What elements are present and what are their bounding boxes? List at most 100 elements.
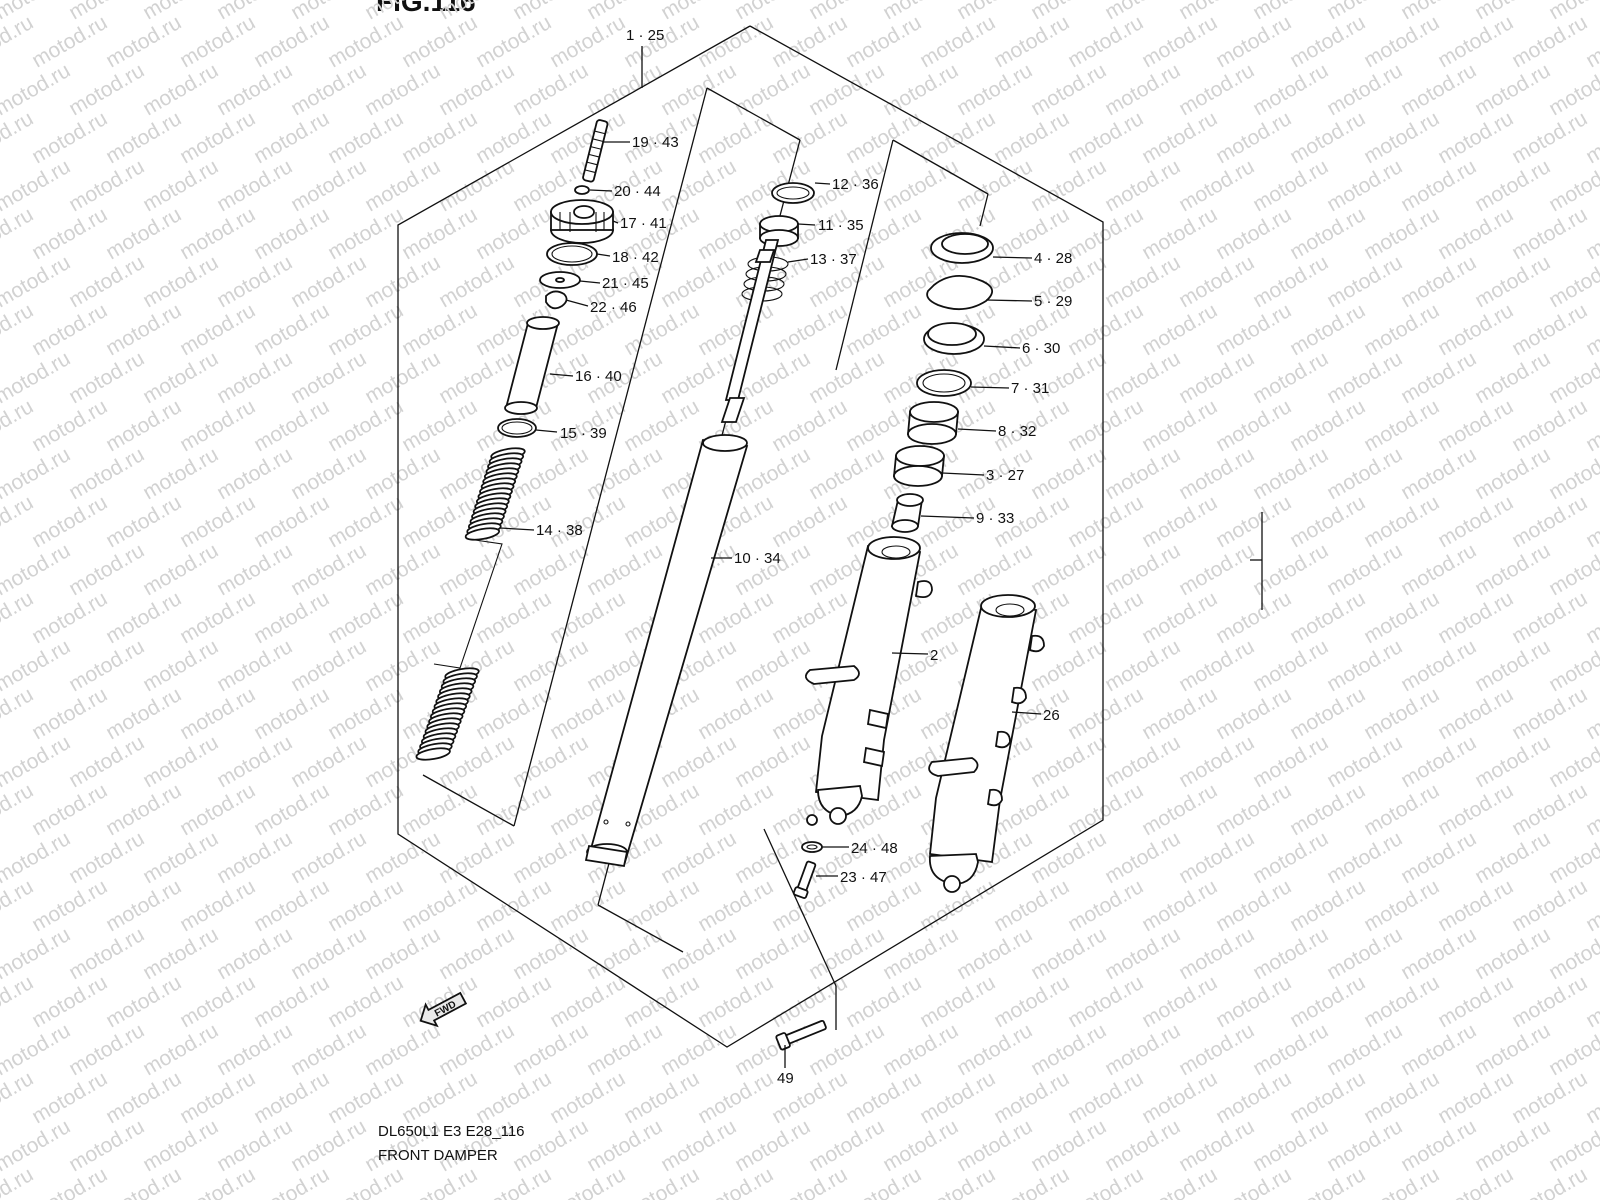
watermark-text: motod.ru bbox=[1064, 971, 1147, 1032]
part-16-spacer bbox=[504, 316, 560, 415]
watermark-text: motod.ru bbox=[65, 635, 148, 696]
watermark-text: motod.ru bbox=[1434, 1067, 1517, 1128]
watermark-text: motod.ru bbox=[324, 1067, 407, 1128]
callout-5-29: 5 · 29 bbox=[1034, 293, 1072, 310]
watermark-text: motod.ru bbox=[28, 683, 111, 744]
watermark-text: motod.ru bbox=[1175, 539, 1258, 600]
watermark-text: motod.ru bbox=[1508, 779, 1591, 840]
watermark-text: motod.ru bbox=[1175, 59, 1258, 120]
callout-10-34: 10 · 34 bbox=[734, 550, 781, 567]
watermark-text: motod.ru bbox=[102, 299, 185, 360]
watermark-text: motod.ru bbox=[361, 1019, 444, 1080]
watermark-text: motod.ru bbox=[509, 0, 592, 24]
watermark-text: motod.ru bbox=[361, 0, 444, 24]
watermark-text: motod.ru bbox=[139, 443, 222, 504]
watermark-text: motod.ru bbox=[102, 395, 185, 456]
watermark-text: motod.ru bbox=[842, 1067, 925, 1128]
watermark-text: motod.ru bbox=[1249, 923, 1332, 984]
watermark-text: motod.ru bbox=[1471, 251, 1554, 312]
watermark-text: motod.ru bbox=[28, 1067, 111, 1128]
watermark-text: motod.ru bbox=[805, 347, 888, 408]
watermark-text: motod.ru bbox=[620, 1163, 703, 1200]
watermark-text: motod.ru bbox=[1471, 539, 1554, 600]
watermark-text: motod.ru bbox=[546, 1067, 629, 1128]
watermark-text: motod.ru bbox=[1508, 587, 1591, 648]
watermark-text: motod.ru bbox=[1323, 635, 1406, 696]
callout-8-32: 8 · 32 bbox=[998, 423, 1036, 440]
watermark-text: motod.ru bbox=[65, 0, 148, 24]
watermark-text: motod.ru bbox=[435, 827, 518, 888]
watermark-text: motod.ru bbox=[805, 59, 888, 120]
watermark-text: motod.ru bbox=[731, 59, 814, 120]
watermark-text: motod.ru bbox=[1064, 491, 1147, 552]
watermark-text: motod.ru bbox=[1101, 539, 1184, 600]
watermark-text: motod.ru bbox=[657, 1115, 740, 1176]
watermark-text: motod.ru bbox=[1360, 299, 1443, 360]
watermark-text: motod.ru bbox=[1064, 11, 1147, 72]
watermark-text: motod.ru bbox=[1360, 1163, 1443, 1200]
watermark-text: motod.ru bbox=[287, 923, 370, 984]
callout-6-30: 6 · 30 bbox=[1022, 340, 1060, 357]
watermark-text: motod.ru bbox=[1175, 443, 1258, 504]
watermark-text: motod.ru bbox=[435, 59, 518, 120]
watermark-text: motod.ru bbox=[1434, 203, 1517, 264]
watermark-text: motod.ru bbox=[28, 107, 111, 168]
watermark-text: motod.ru bbox=[28, 299, 111, 360]
watermark-text: motod.ru bbox=[1212, 971, 1295, 1032]
watermark-text: motod.ru bbox=[842, 971, 925, 1032]
watermark-text: motod.ru bbox=[287, 59, 370, 120]
watermark-text: motod.ru bbox=[1027, 1019, 1110, 1080]
watermark-text: motod.ru bbox=[1138, 1163, 1221, 1200]
watermark-text: motod.ru bbox=[953, 1019, 1036, 1080]
watermark-text: motod.ru bbox=[1249, 1019, 1332, 1080]
watermark-text: motod.ru bbox=[361, 539, 444, 600]
watermark-text: motod.ru bbox=[1138, 107, 1221, 168]
watermark-text: motod.ru bbox=[176, 11, 259, 72]
watermark-text: motod.ru bbox=[1508, 107, 1591, 168]
watermark-text: motod.ru bbox=[28, 1163, 111, 1200]
watermark-text: motod.ru bbox=[1323, 0, 1406, 24]
watermark-text: motod.ru bbox=[176, 683, 259, 744]
watermark-text: motod.ru bbox=[1175, 1115, 1258, 1176]
watermark-text: motod.ru bbox=[1508, 203, 1591, 264]
watermark-text: motod.ru bbox=[361, 443, 444, 504]
watermark-text: motod.ru bbox=[398, 299, 481, 360]
watermark-text: motod.ru bbox=[1397, 923, 1480, 984]
callout-15-39: 15 · 39 bbox=[560, 425, 607, 442]
watermark-text: motod.ru bbox=[28, 779, 111, 840]
watermark-text: motod.ru bbox=[435, 1019, 518, 1080]
part-10-inner-tube bbox=[584, 434, 749, 868]
watermark-text: motod.ru bbox=[102, 491, 185, 552]
callout-labels: 1 · 25 19 · 43 20 · 44 17 · 41 18 · 42 2… bbox=[536, 27, 1072, 1087]
watermark-text: motod.ru bbox=[1064, 779, 1147, 840]
callout-26: 26 bbox=[1043, 707, 1060, 724]
watermark-text: motod.ru bbox=[1064, 395, 1147, 456]
leader-lines bbox=[499, 141, 1042, 1068]
watermark-text: motod.ru bbox=[102, 875, 185, 936]
watermark-text: motod.ru bbox=[1064, 203, 1147, 264]
callout-14-38: 14 · 38 bbox=[536, 522, 583, 539]
watermark-text: motod.ru bbox=[1138, 587, 1221, 648]
watermark-text: motod.ru bbox=[1249, 1115, 1332, 1176]
watermark-text: motod.ru bbox=[139, 1019, 222, 1080]
watermark-text: motod.ru bbox=[1175, 1019, 1258, 1080]
watermark-text: motod.ru bbox=[1471, 731, 1554, 792]
watermark-text: motod.ru bbox=[1397, 443, 1480, 504]
group-bracket-outer-right bbox=[979, 193, 989, 227]
watermark-text: motod.ru bbox=[1471, 0, 1554, 24]
watermark-text: motod.ru bbox=[842, 11, 925, 72]
watermark-text: motod.ru bbox=[1471, 827, 1554, 888]
watermark-text: motod.ru bbox=[1249, 635, 1332, 696]
watermark-text: motod.ru bbox=[102, 971, 185, 1032]
watermark-text: motod.ru bbox=[583, 539, 666, 600]
watermark-text: motod.ru bbox=[694, 11, 777, 72]
watermark-text: motod.ru bbox=[398, 1067, 481, 1128]
watermark-text: motod.ru bbox=[768, 395, 851, 456]
watermark-text: motod.ru bbox=[361, 251, 444, 312]
watermark-text: motod.ru bbox=[1471, 923, 1554, 984]
part-49-bolt bbox=[775, 1019, 827, 1051]
watermark-text: motod.ru bbox=[657, 827, 740, 888]
watermark-text: motod.ru bbox=[1175, 923, 1258, 984]
watermark-text: motod.ru bbox=[1471, 443, 1554, 504]
